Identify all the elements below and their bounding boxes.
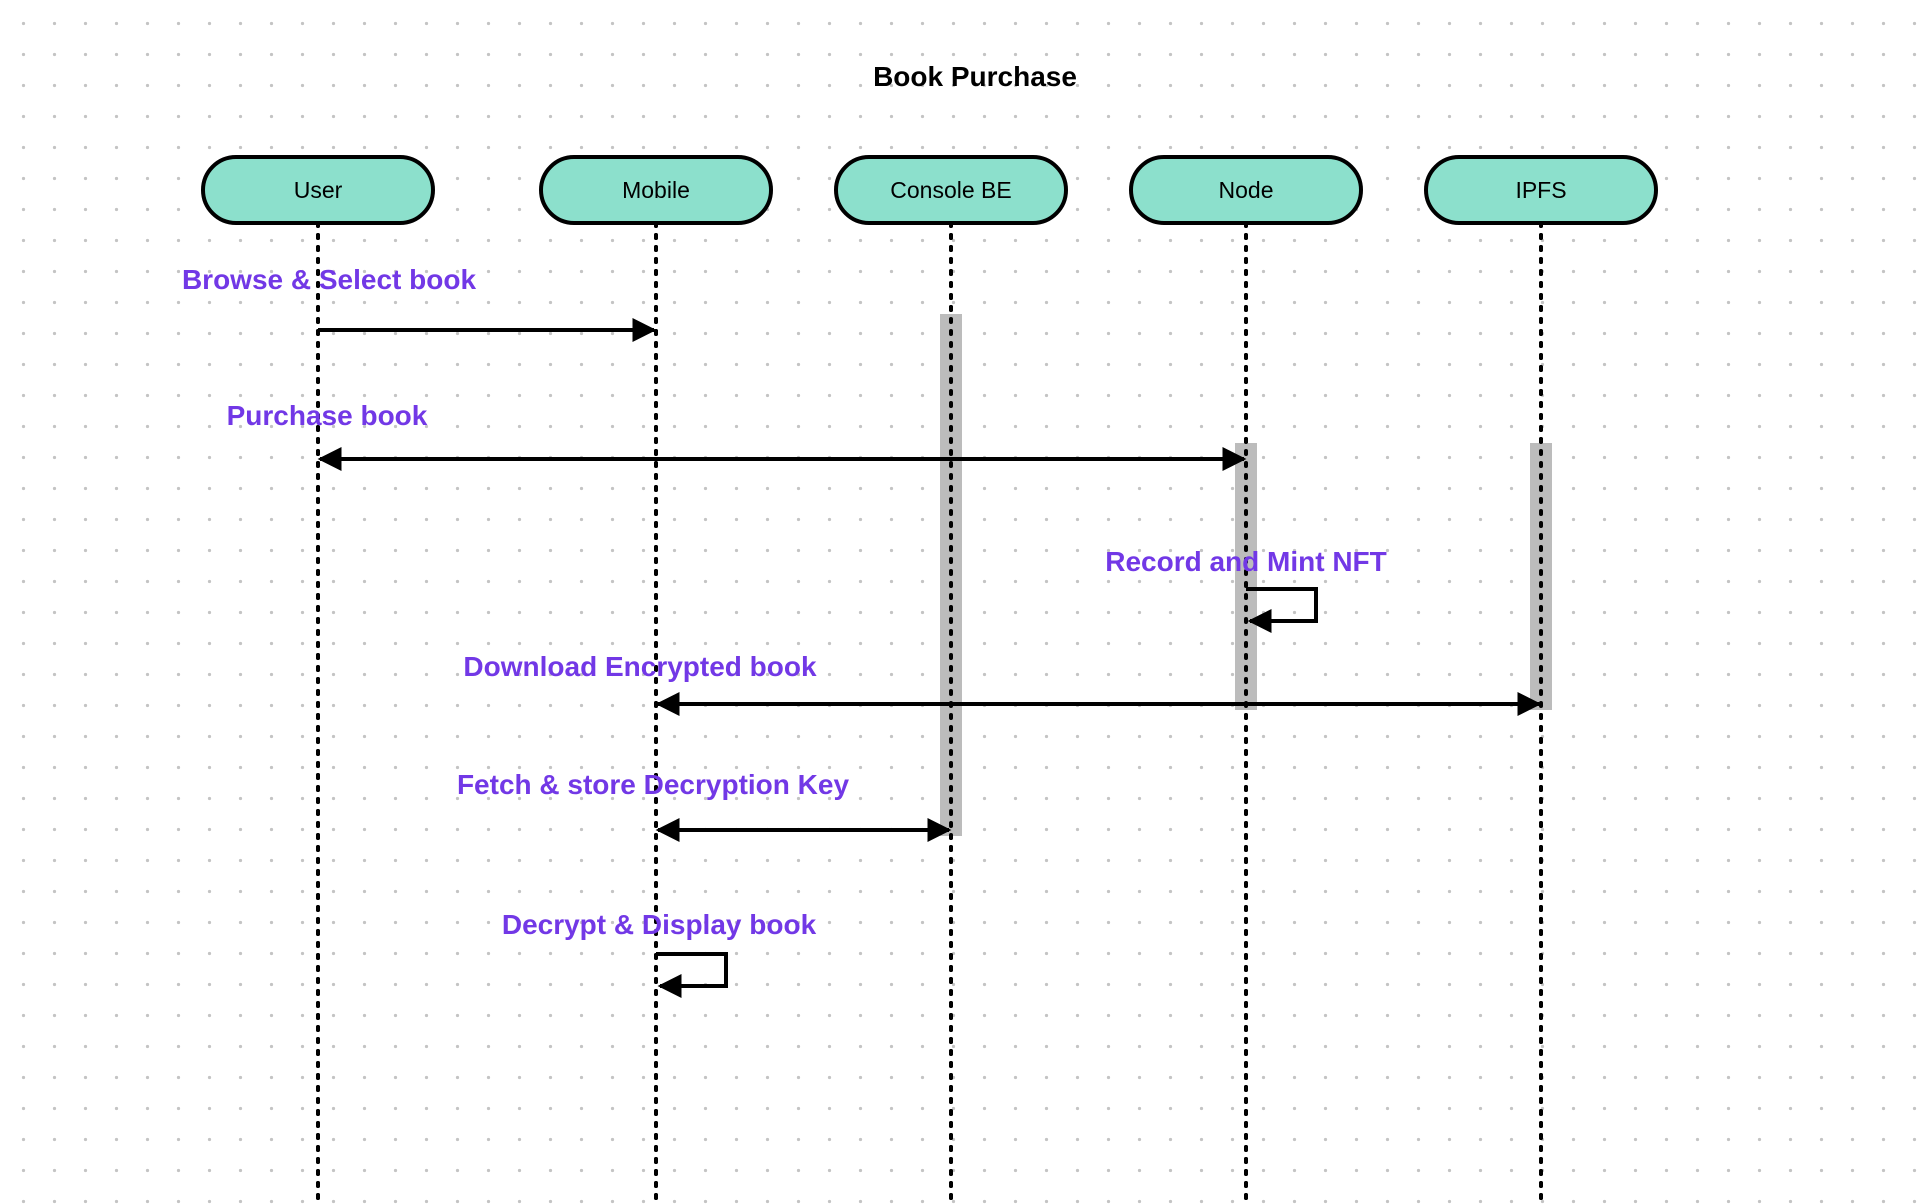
participant-label: Mobile (622, 177, 690, 203)
participant-box[interactable] (1424, 155, 1658, 225)
participant-user[interactable]: User (201, 155, 435, 225)
participant-label: IPFS (1515, 177, 1566, 203)
diagram-title: Book Purchase (873, 61, 1077, 92)
message-label: Download Encrypted book (463, 651, 817, 682)
participant-node[interactable]: Node (1129, 155, 1363, 225)
message-label: Record and Mint NFT (1105, 546, 1387, 577)
message-6: Decrypt & Display book (502, 909, 817, 998)
message-1: Browse & Select book (182, 264, 657, 342)
participant-box[interactable] (834, 155, 1068, 225)
participant-label: Console BE (890, 177, 1011, 203)
message-label: Fetch & store Decryption Key (457, 769, 850, 800)
self-message-arrow (656, 952, 728, 998)
participant-box[interactable] (201, 155, 435, 225)
message-5: Fetch & store Decryption Key (457, 769, 952, 842)
participant-mobile[interactable]: Mobile (539, 155, 773, 225)
participant-label: User (294, 177, 343, 203)
message-label: Purchase book (227, 400, 428, 431)
participants: User Mobile Console BE Node IPFS (201, 155, 1658, 225)
message-4: Download Encrypted book (463, 651, 1542, 716)
lifelines (316, 221, 1543, 1204)
activation-bars (316, 221, 1552, 1204)
message-label: Browse & Select book (182, 264, 477, 295)
message-3: Record and Mint NFT (1105, 546, 1387, 633)
participant-console[interactable]: Console BE (834, 155, 1068, 225)
activation-bar-ipfs (1530, 443, 1552, 710)
activation-bar-node (1235, 443, 1257, 710)
participant-box[interactable] (1129, 155, 1363, 225)
participant-ipfs[interactable]: IPFS (1424, 155, 1658, 225)
participant-box[interactable] (539, 155, 773, 225)
self-message-arrow (1246, 587, 1318, 633)
message-2: Purchase book (227, 400, 1247, 471)
message-label: Decrypt & Display book (502, 909, 817, 940)
participant-label: Node (1219, 177, 1274, 203)
